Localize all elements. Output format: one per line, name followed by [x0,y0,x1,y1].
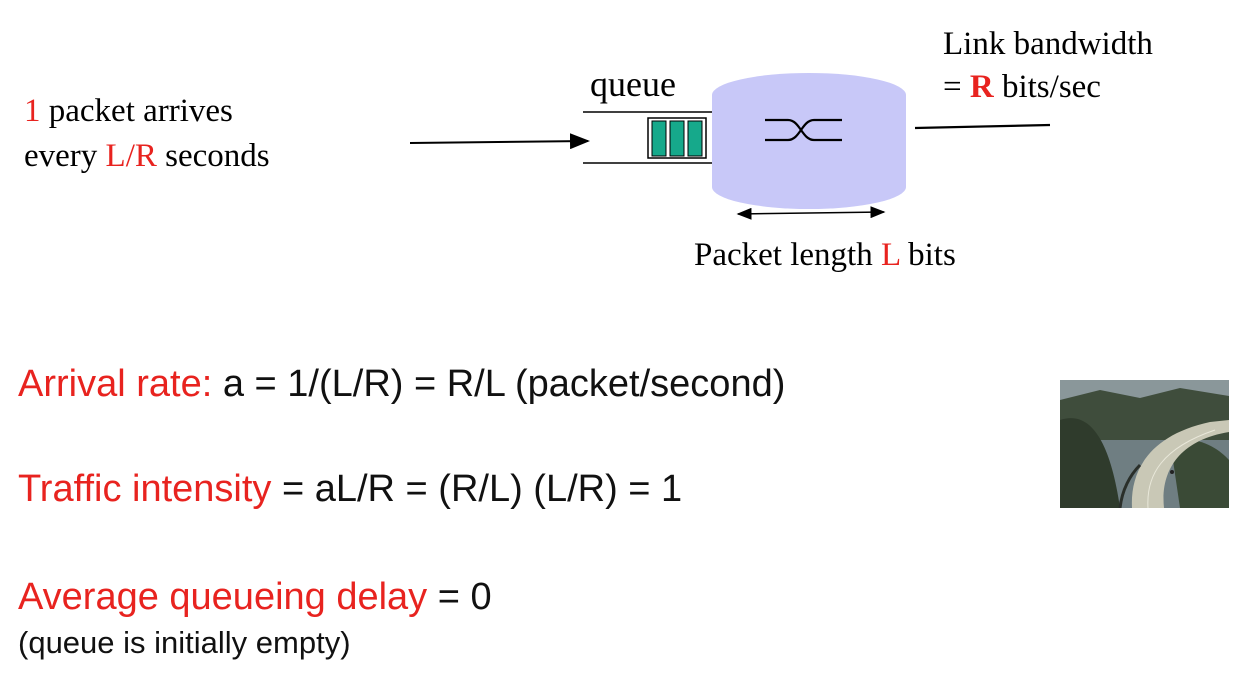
traffic-intensity-expr: = aL/R = (R/L) (L/R) = 1 [271,468,683,510]
queueing-delay-equation: Average queueing delay = 0 [18,575,492,619]
queueing-delay-expr: = 0 [427,576,492,618]
packet-length-label: Packet length L bits [694,236,956,274]
traffic-intensity-label: Traffic intensity [18,468,272,510]
packet-length-suffix: bits [899,237,956,273]
arrival-line1-text: packet arrives [40,93,233,129]
arrival-rate-label: Arrival rate: [18,363,213,405]
incoming-arrow [409,133,590,150]
bandwidth-suffix: bits/sec [993,69,1101,105]
packet-length-var: L [880,237,900,273]
arrival-line2-prefix: every [24,138,106,174]
queueing-delay-note: (queue is initially empty) [18,625,351,660]
link-bandwidth-line1: Link bandwidth [943,26,1153,62]
outgoing-link [914,123,1051,130]
bandwidth-rate: R [969,69,994,105]
router-icon [712,73,906,209]
arrival-count: 1 [24,93,41,129]
arrival-rate-expr: a = 1/(L/R) = R/L (packet/second) [212,363,786,405]
link-bandwidth-line2: = R bits/sec [943,68,1101,106]
queued-packet [651,120,667,157]
traffic-intensity-equation: Traffic intensity = aL/R = (R/L) (L/R) =… [18,467,682,511]
bandwidth-prefix: = [943,69,970,105]
arrival-line2-suffix: seconds [156,138,270,174]
queued-packet [687,120,703,157]
arrival-description-line1: 1 packet arrives [24,92,233,130]
packet-length-prefix: Packet length [694,237,881,273]
arrival-interval: L/R [105,138,157,174]
queue-label: queue [590,64,676,104]
packet-length-arrow [736,206,886,220]
queued-packet [669,120,685,157]
highway-photo [1060,380,1229,508]
arrival-rate-equation: Arrival rate: a = 1/(L/R) = R/L (packet/… [18,362,785,406]
queueing-delay-label: Average queueing delay [18,576,428,618]
arrival-description-line2: every L/R seconds [24,137,270,175]
